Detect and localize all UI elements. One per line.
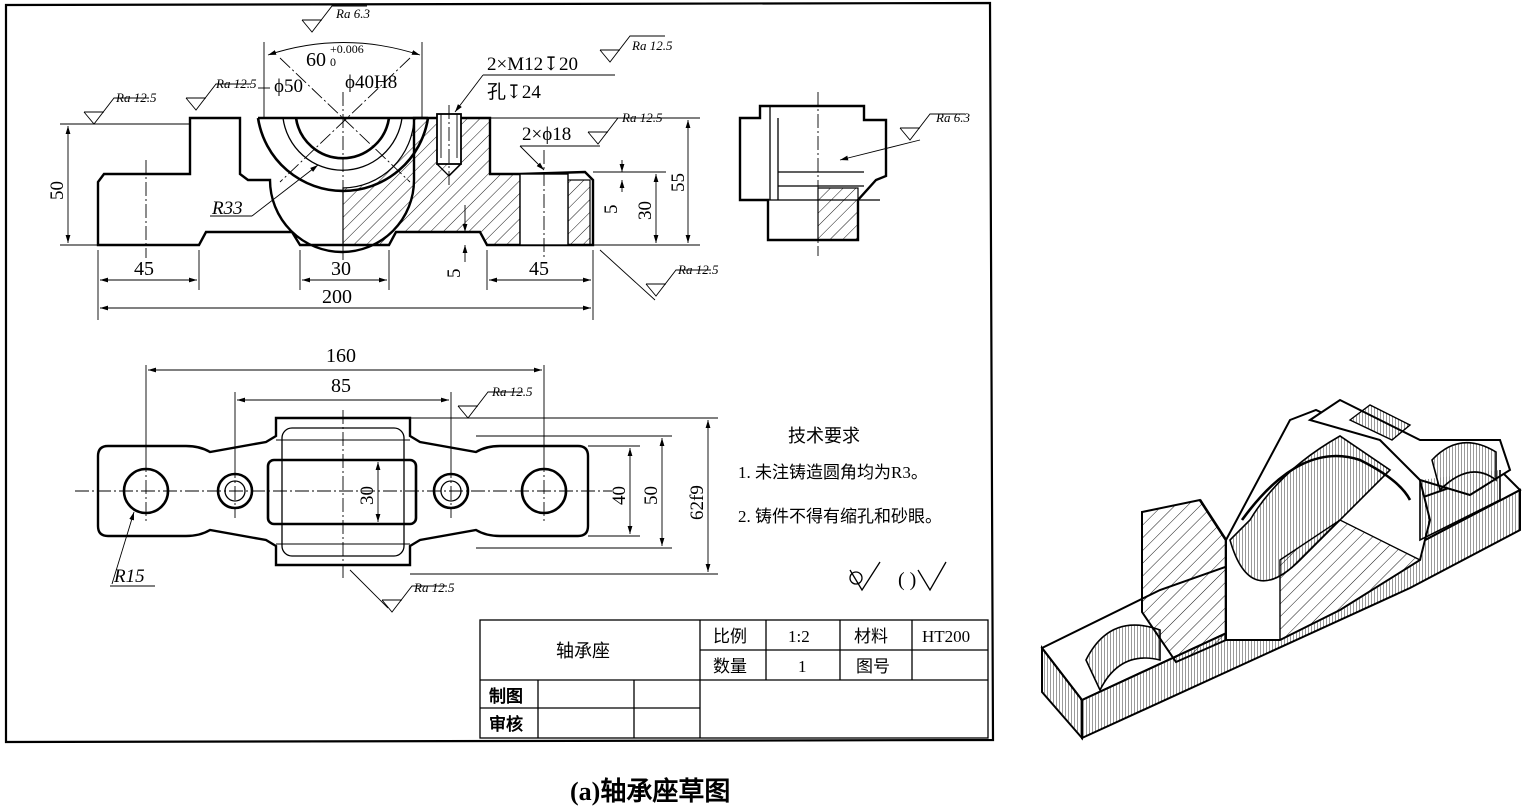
roughness-bottom-label: Ra 12.5	[677, 262, 719, 277]
title-material-value: HT200	[922, 627, 970, 646]
dim-height-5b: 5	[444, 269, 465, 279]
note-item-2: 2. 铸件不得有缩孔和砂眼。	[738, 507, 942, 526]
isometric-view	[1040, 398, 1522, 741]
dim-200: 200	[322, 286, 352, 308]
dim-r33: R33	[211, 198, 243, 219]
dim-60-tol-lower: 0	[330, 55, 336, 69]
side-view: Ra 6.3	[738, 92, 970, 256]
hole-depth-callout: 孔↧24	[487, 81, 541, 103]
dim-45-left: 45	[134, 258, 154, 280]
title-material-label: 材料	[854, 627, 888, 646]
title-part-name: 轴承座	[556, 641, 610, 661]
roughness-left-a-label: Ra 12.5	[115, 90, 157, 105]
title-qty-label: 数量	[713, 657, 747, 676]
dim-r15: R15	[113, 566, 145, 587]
dim-60-tol-upper: +0.006	[330, 42, 364, 56]
general-roughness-parens: ( )	[898, 569, 916, 591]
roughness-top-view-a-label: Ra 12.5	[491, 384, 533, 399]
roughness-right-mid-label: Ra 12.5	[621, 110, 663, 125]
section-hatch-right	[567, 179, 591, 246]
figure-caption: (a)轴承座草图	[570, 776, 730, 806]
title-qty-value: 1	[798, 657, 807, 676]
section-hatch	[342, 117, 521, 246]
dim-30-mid: 30	[331, 258, 351, 280]
dim-45-right: 45	[529, 258, 549, 280]
thread-callout: 2×M12↧20	[487, 54, 578, 75]
dim-85: 85	[331, 375, 351, 397]
dim-30-top: 30	[357, 486, 378, 505]
holes-18-callout: 2×ϕ18	[522, 124, 571, 145]
dim-height-50: 50	[47, 181, 68, 200]
dim-phi50: ϕ50	[274, 76, 303, 97]
technical-notes: 技术要求 1. 未注铸造圆角均为R3。 2. 铸件不得有缩孔和砂眼。 ( )	[738, 426, 947, 592]
sheet-border	[4, 1, 995, 744]
title-scale-value: 1:2	[788, 627, 810, 646]
notes-title: 技术要求	[788, 426, 860, 446]
dim-50-top: 50	[641, 486, 662, 505]
roughness-left-b-label: Ra 12.5	[215, 76, 257, 91]
iso-bore	[1229, 435, 1392, 582]
roughness-right-top-label: Ra 12.5	[631, 38, 673, 53]
dim-height-30: 30	[635, 201, 656, 220]
dim-height-5a: 5	[601, 205, 622, 215]
dim-62f9: 62f9	[687, 485, 708, 520]
dim-phi40h8: ϕ40H8	[345, 72, 397, 93]
top-outline	[96, 416, 590, 567]
roughness-top-label: Ra 6.3	[335, 6, 370, 21]
bore-mid-arc	[282, 117, 403, 171]
dim-60: 60	[306, 49, 326, 71]
title-drawn-label: 制图	[489, 686, 523, 706]
title-drawing-no-label: 图号	[856, 657, 890, 676]
dim-40: 40	[609, 486, 630, 505]
bore-inner-arc	[294, 117, 391, 160]
dim-height-55: 55	[668, 173, 689, 192]
title-checked-label: 审核	[489, 714, 523, 734]
front-view: 60 +0.006 0 ϕ50 ϕ40H8 R33 2×M12↧20 孔↧24 …	[47, 5, 719, 320]
note-item-1: 1. 未注铸造圆角均为R3。	[738, 463, 928, 482]
title-scale-label: 比例	[713, 627, 747, 646]
top-view: 160 85 30 40 50 62f9 R15 Ra 12.5 Ra 12.5	[75, 345, 718, 613]
general-roughness-symbol	[849, 561, 947, 592]
title-block: 轴承座 比例 1:2 材料 HT200 数量 1 图号 制图 审核	[479, 619, 989, 739]
iso-body-hatch	[1279, 519, 1422, 642]
roughness-top-view-b-label: Ra 12.5	[413, 580, 455, 595]
side-outline	[738, 104, 888, 242]
dim-160: 160	[326, 345, 356, 367]
side-hatch	[817, 187, 859, 241]
roughness-side-label: Ra 6.3	[935, 110, 970, 125]
